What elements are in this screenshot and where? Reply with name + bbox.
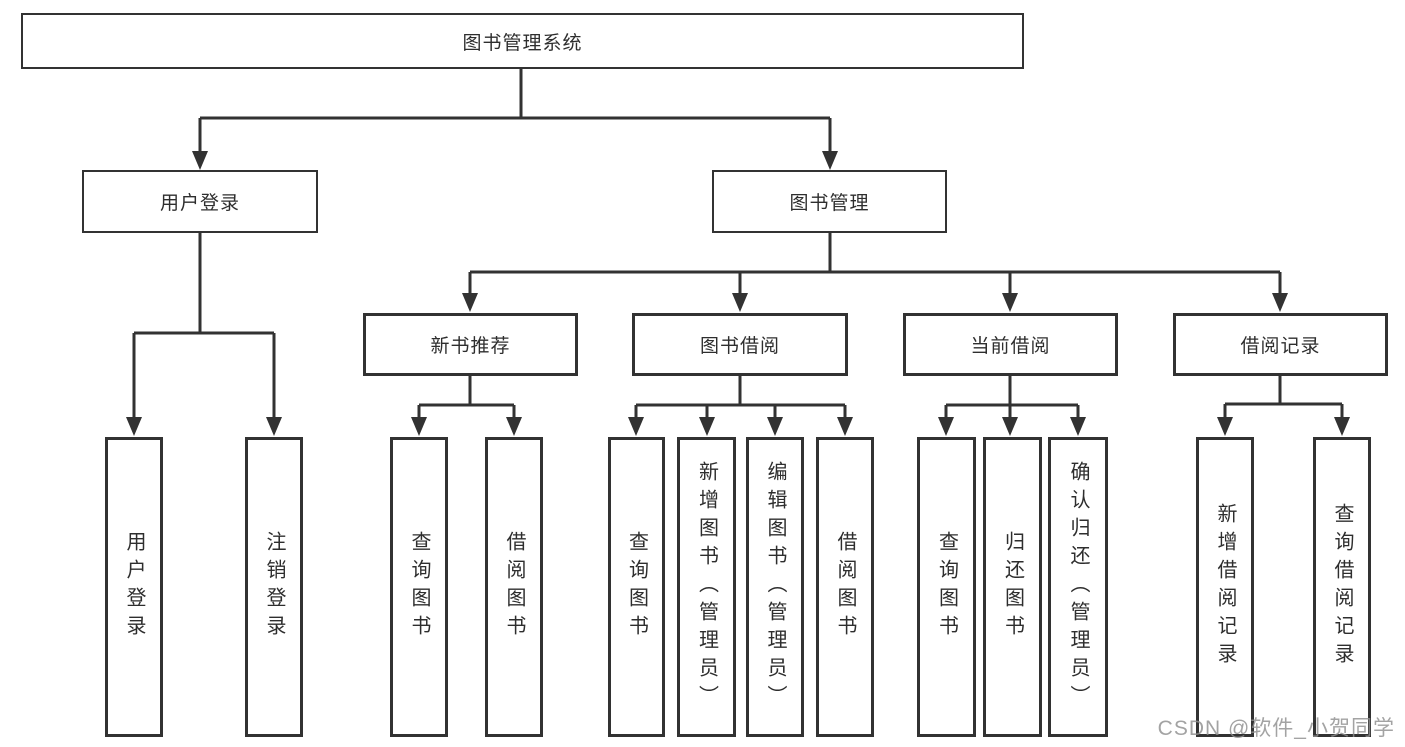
leaf-label: 归还图书 <box>1001 531 1024 643</box>
leaf-label: 用户登录 <box>123 531 145 643</box>
leaf-label: 确认归还（管理员） <box>1067 461 1089 713</box>
node-leaf-confirm-return-admin: 确认归还（管理员） <box>1048 437 1108 737</box>
node-new-book-recommend: 新书推荐 <box>363 313 578 376</box>
node-leaf-query-borrow-record: 查询借阅记录 <box>1313 437 1371 737</box>
node-leaf-return-books: 归还图书 <box>983 437 1042 737</box>
leaf-label: 查询借阅记录 <box>1331 503 1353 671</box>
node-leaf-borrow-books-2: 借阅图书 <box>816 437 874 737</box>
node-leaf-query-books-2: 查询图书 <box>608 437 665 737</box>
node-book-borrowing: 图书借阅 <box>632 313 848 376</box>
node-user-login: 用户登录 <box>82 170 318 233</box>
leaf-label: 注销登录 <box>263 531 285 643</box>
leaf-label: 新增图书（管理员） <box>695 461 718 713</box>
csdn-watermark: CSDN @软件_小贺同学 <box>1157 717 1395 740</box>
node-leaf-borrow-books-1: 借阅图书 <box>485 437 543 737</box>
node-leaf-edit-book-admin: 编辑图书（管理员） <box>746 437 804 737</box>
node-leaf-logout: 注销登录 <box>245 437 303 737</box>
node-current-borrowing: 当前借阅 <box>903 313 1118 376</box>
node-leaf-add-book-admin: 新增图书（管理员） <box>677 437 736 737</box>
leaf-label: 借阅图书 <box>834 531 856 643</box>
node-leaf-add-borrow-record: 新增借阅记录 <box>1196 437 1254 737</box>
leaf-label: 查询图书 <box>625 531 648 643</box>
leaf-label: 查询图书 <box>408 531 430 643</box>
leaf-label: 编辑图书（管理员） <box>764 461 786 713</box>
node-leaf-query-books-1: 查询图书 <box>390 437 448 737</box>
node-book-management: 图书管理 <box>712 170 947 233</box>
leaf-label: 新增借阅记录 <box>1214 503 1236 671</box>
leaf-label: 查询图书 <box>935 531 958 643</box>
leaf-label: 借阅图书 <box>503 531 525 643</box>
node-leaf-user-login: 用户登录 <box>105 437 163 737</box>
node-borrowing-records: 借阅记录 <box>1173 313 1388 376</box>
node-leaf-query-books-3: 查询图书 <box>917 437 976 737</box>
node-system-root: 图书管理系统 <box>21 13 1024 69</box>
